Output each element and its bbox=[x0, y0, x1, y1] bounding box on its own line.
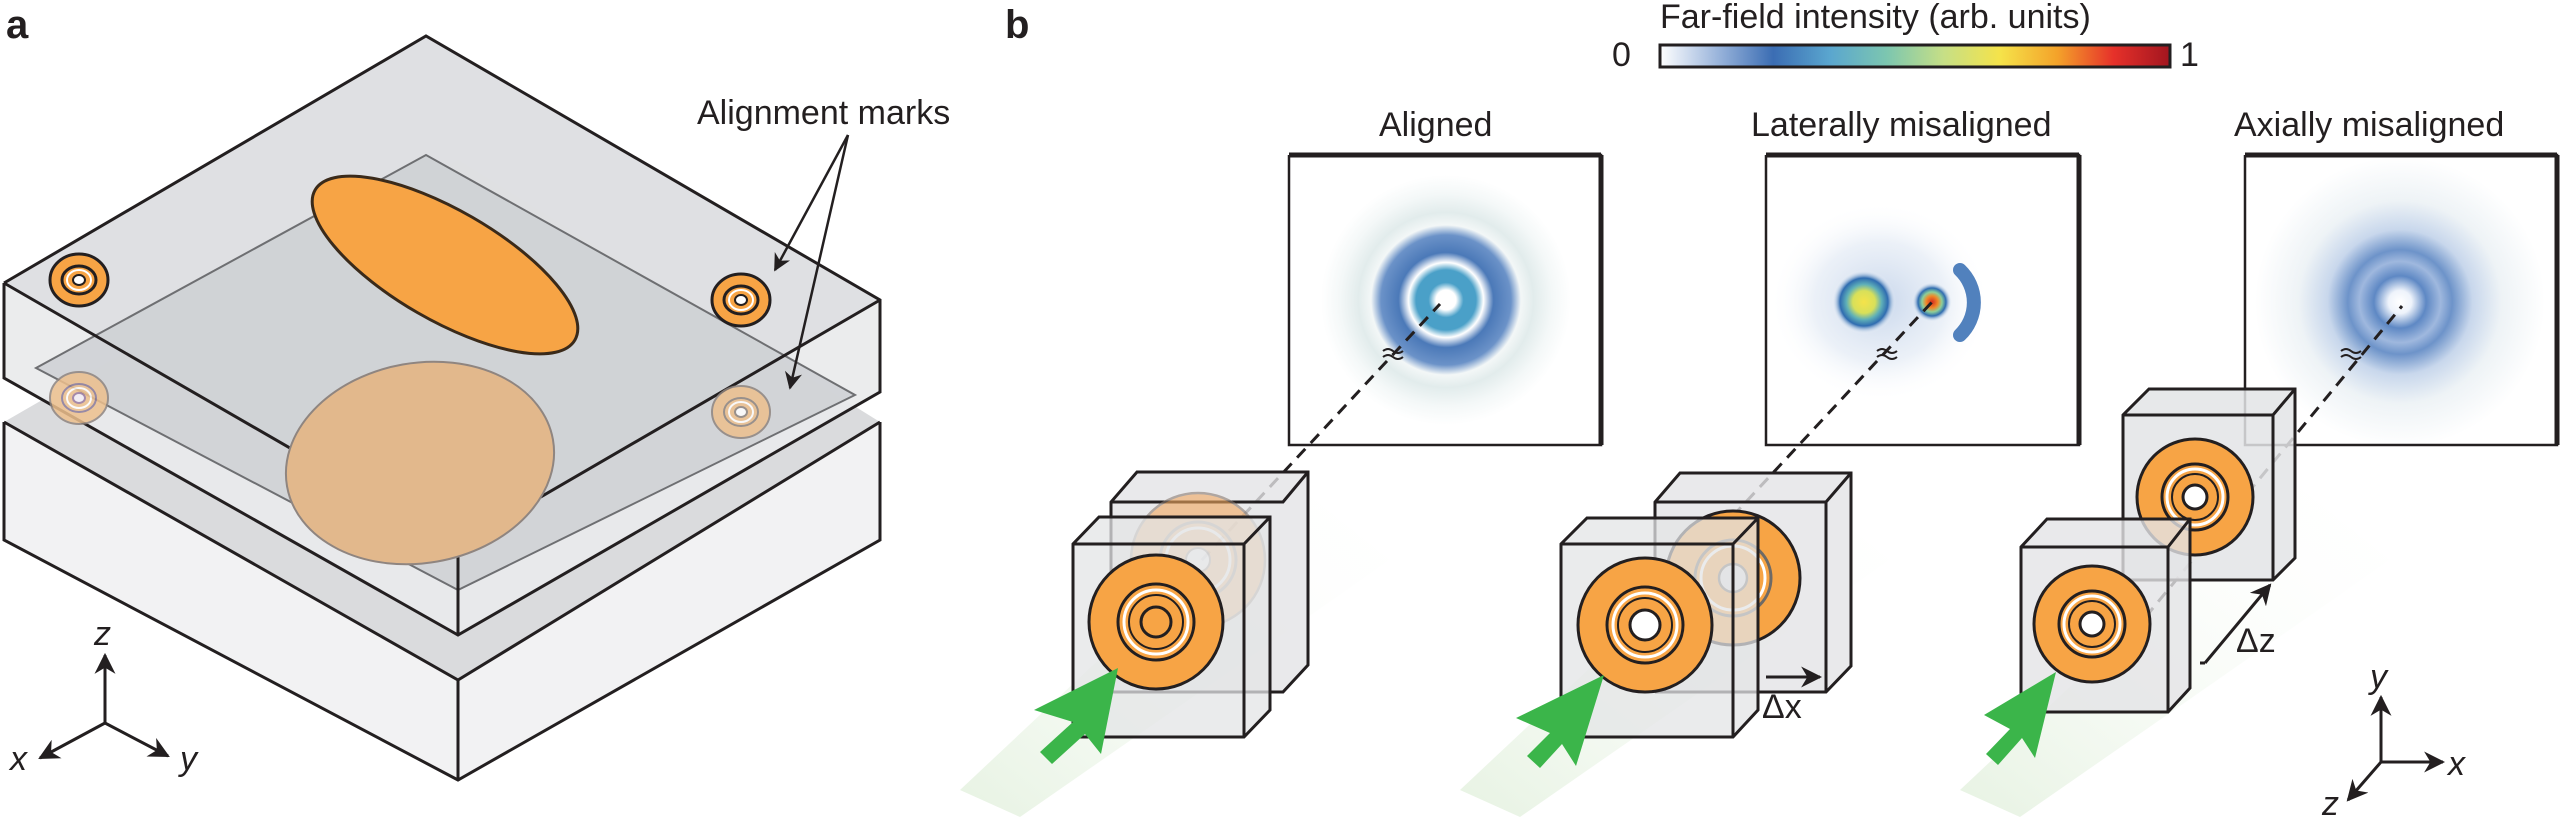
b-z-axis-label: z bbox=[2321, 785, 2339, 817]
panel-a-axes: z x y bbox=[8, 615, 199, 778]
case-title-aligned: Aligned bbox=[1379, 106, 1492, 144]
lateral-spot-red bbox=[1912, 282, 1952, 322]
break-axial bbox=[2340, 348, 2362, 360]
break-symbols bbox=[1382, 348, 2362, 360]
bottom-metalens bbox=[284, 360, 556, 566]
lateral-spot-yellow bbox=[1832, 270, 1896, 334]
top-metalens bbox=[310, 174, 580, 356]
pattern-axial bbox=[2255, 157, 2545, 447]
input-arrow-axial-icon bbox=[1984, 672, 2056, 765]
pattern-aligned bbox=[1321, 175, 1571, 425]
alignment-arrow-bottom bbox=[784, 134, 850, 390]
case-title-axial: Axially misaligned bbox=[2234, 106, 2504, 144]
panel-b-axes: y x z bbox=[2321, 658, 2466, 817]
alignment-arrow-top bbox=[773, 134, 850, 272]
panel-a-stack: Alignment marks bbox=[2, 34, 950, 782]
y-axis-arrow bbox=[104, 721, 170, 758]
break-aligned bbox=[1382, 348, 1404, 360]
input-arrow-lateral-icon bbox=[1516, 675, 1604, 768]
z-axis-label: z bbox=[93, 615, 111, 653]
b-z-axis-arrow bbox=[2346, 761, 2383, 802]
colorbar-title: Far-field intensity (arb. units) bbox=[1660, 0, 2091, 36]
top-slab-outline bbox=[2, 34, 882, 637]
farfield-aligned bbox=[1287, 152, 1604, 447]
delta-x-label: Δx bbox=[1762, 688, 1802, 726]
farfield-axial bbox=[2243, 152, 2560, 447]
panel-a-letter: a bbox=[6, 3, 29, 47]
alignment-mark-top-left bbox=[48, 252, 110, 308]
y-axis-label: y bbox=[178, 740, 199, 778]
colorbar-min-label: 0 bbox=[1612, 36, 1631, 74]
delta-z-arrow bbox=[2203, 583, 2272, 664]
colorbar: Far-field intensity (arb. units) 0 1 bbox=[1612, 0, 2199, 74]
panel-b-letter: b bbox=[1005, 3, 1029, 47]
lateral-arc bbox=[1953, 263, 1981, 342]
input-arrow-aligned-icon bbox=[1034, 668, 1118, 764]
farfield-lateral bbox=[1764, 152, 2082, 447]
alignment-mark-bottom-left bbox=[49, 371, 109, 425]
front-lens-axial bbox=[2032, 564, 2152, 684]
front-lens-lateral bbox=[1576, 556, 1714, 694]
delta-z-label: Δz bbox=[2236, 622, 2276, 660]
case-title-lateral: Laterally misaligned bbox=[1751, 106, 2052, 144]
alignment-marks-label: Alignment marks bbox=[697, 94, 950, 132]
doublet-lateral: Δx bbox=[1516, 471, 1853, 768]
b-y-axis-label: y bbox=[2368, 658, 2389, 696]
doublet-aligned bbox=[1034, 470, 1310, 764]
break-lateral bbox=[1876, 348, 1898, 360]
bottom-slab-top-edge bbox=[3, 420, 881, 682]
front-lens-aligned bbox=[1087, 553, 1225, 691]
x-axis-arrow bbox=[38, 721, 106, 760]
colorbar-max-label: 1 bbox=[2180, 36, 2199, 74]
b-x-axis-label: x bbox=[2446, 745, 2466, 783]
colorbar-bar bbox=[1658, 43, 2172, 69]
alignment-mark-top-right bbox=[710, 272, 772, 328]
alignment-mark-bottom-right bbox=[711, 385, 771, 439]
optical-axis-aligned bbox=[1118, 302, 1442, 650]
x-axis-label: x bbox=[8, 740, 28, 778]
doublet-axial: Δz bbox=[1984, 387, 2297, 765]
